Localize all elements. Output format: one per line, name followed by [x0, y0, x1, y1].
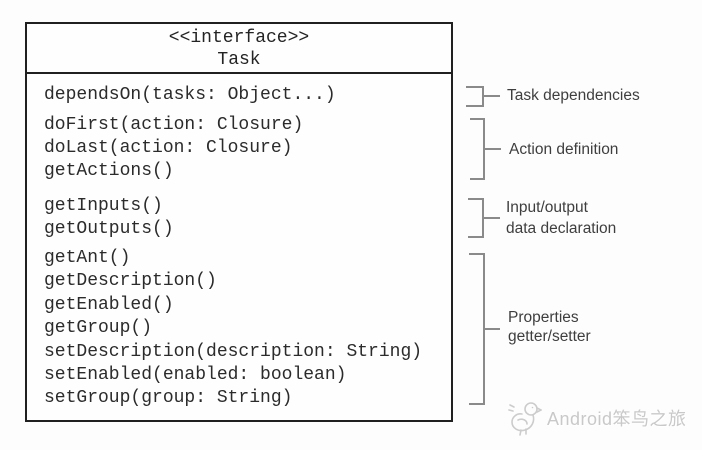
bracket-action-definition: [470, 118, 485, 180]
bracket-connector: [484, 217, 500, 219]
annotation-line: Properties: [508, 309, 579, 326]
annotation-line: Action definition: [509, 141, 619, 158]
method-group-io: getInputs() getOutputs(): [44, 195, 451, 241]
bracket-connector: [485, 148, 501, 150]
bracket-connector: [484, 95, 500, 97]
method-item: setGroup(group: String): [44, 388, 293, 409]
annotation-line: getter/setter: [508, 328, 591, 345]
method-item: getDescription(): [44, 271, 217, 292]
annotation-properties: Properties getter/setter: [508, 308, 591, 346]
method-item: getActions(): [44, 161, 174, 181]
method-item: getGroup(): [44, 318, 153, 339]
method-item: doFirst(action: Closure): [44, 115, 304, 135]
watermark: Android笨鸟之旅: [508, 399, 687, 437]
method-item: setEnabled(enabled: boolean): [44, 365, 347, 386]
annotation-action-definition: Action definition: [509, 141, 618, 159]
method-item: doLast(action: Closure): [44, 138, 293, 158]
interface-name: Task: [217, 50, 261, 70]
annotation-task-dependencies: Task dependencies: [507, 87, 640, 105]
uml-class-header: <<interface>> Task: [27, 24, 451, 74]
method-item: dependsOn(tasks: Object...): [44, 85, 336, 105]
bracket-properties: [469, 253, 485, 405]
uml-class-box: <<interface>> Task dependsOn(tasks: Obje…: [25, 22, 453, 422]
method-item: setDescription(description: String): [44, 341, 423, 362]
method-group-actions: doFirst(action: Closure) doLast(action: …: [44, 114, 451, 183]
method-group-dependencies: dependsOn(tasks: Object...): [44, 84, 451, 107]
annotation-line: Input/output: [506, 199, 588, 216]
method-item: getOutputs(): [44, 219, 174, 239]
bird-icon: [508, 402, 542, 436]
bracket-connector: [485, 328, 500, 330]
annotation-line: Task dependencies: [507, 87, 640, 104]
annotation-io-declaration: Input/output data declaration: [506, 197, 616, 239]
bracket-task-dependencies: [466, 86, 484, 107]
annotation-line: data declaration: [506, 220, 617, 237]
bracket-io-declaration: [468, 198, 484, 238]
method-item: getInputs(): [44, 196, 163, 216]
uml-method-list: dependsOn(tasks: Object...) doFirst(acti…: [27, 74, 451, 411]
watermark-text: Android笨鸟之旅: [547, 409, 687, 429]
method-item: getAnt(): [44, 248, 131, 268]
method-item: getEnabled(): [44, 294, 174, 315]
stereotype-label: <<interface>>: [168, 28, 310, 48]
method-group-properties: getAnt() getDescription() getEnabled() g…: [44, 247, 451, 411]
